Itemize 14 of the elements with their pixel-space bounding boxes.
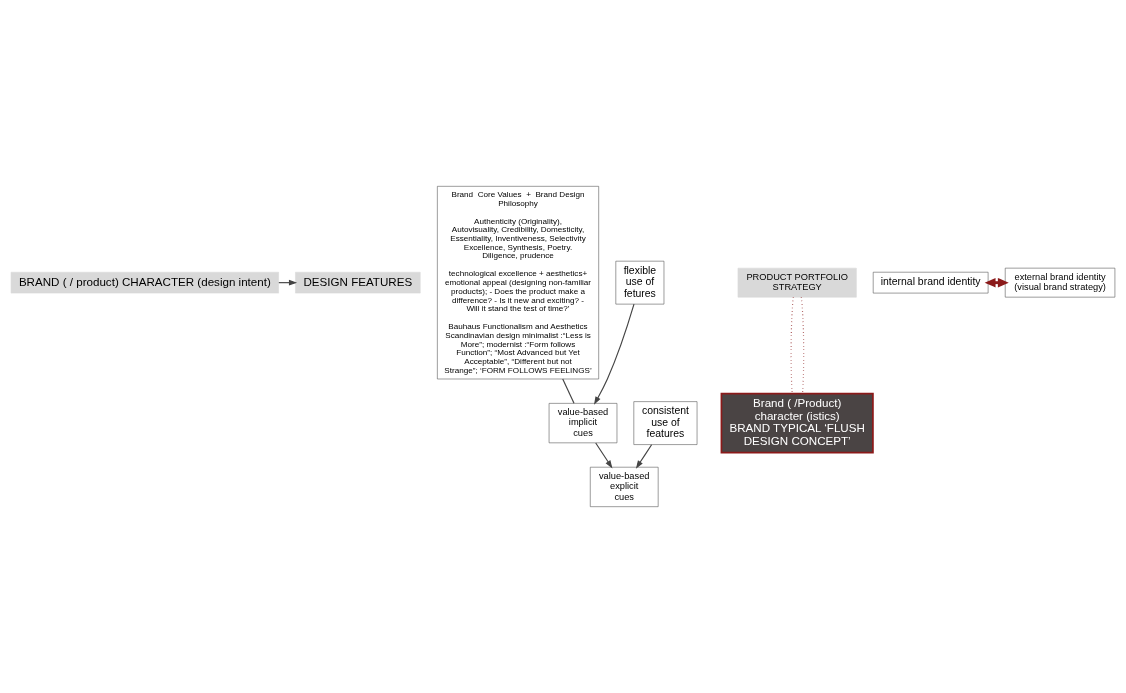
- node-box: consistent use of features: [633, 401, 698, 445]
- node-box: flexible use of fetures: [615, 260, 665, 305]
- node-box: external brand identity (visual brand strategy): [1004, 267, 1116, 298]
- arrow: [594, 303, 635, 405]
- connector: [562, 378, 575, 404]
- arrow: [595, 442, 613, 469]
- node-box: BRAND ( / product) CHARACTER (design intent): [10, 271, 279, 294]
- node-box: Brand ( /Product) character (istics) BRAND TYPICAL ‘FLUSH DESIGN CONCEPT’: [720, 392, 874, 454]
- node-box: value-based explicit cues: [590, 466, 659, 507]
- node-box: internal brand identity: [872, 271, 989, 294]
- node-box: DESIGN FEATURES: [295, 271, 421, 294]
- node-box: value-based implicit cues: [548, 403, 618, 444]
- node-box: PRODUCT PORTFOLIO STRATEGY: [737, 267, 857, 298]
- arrow: [635, 444, 653, 469]
